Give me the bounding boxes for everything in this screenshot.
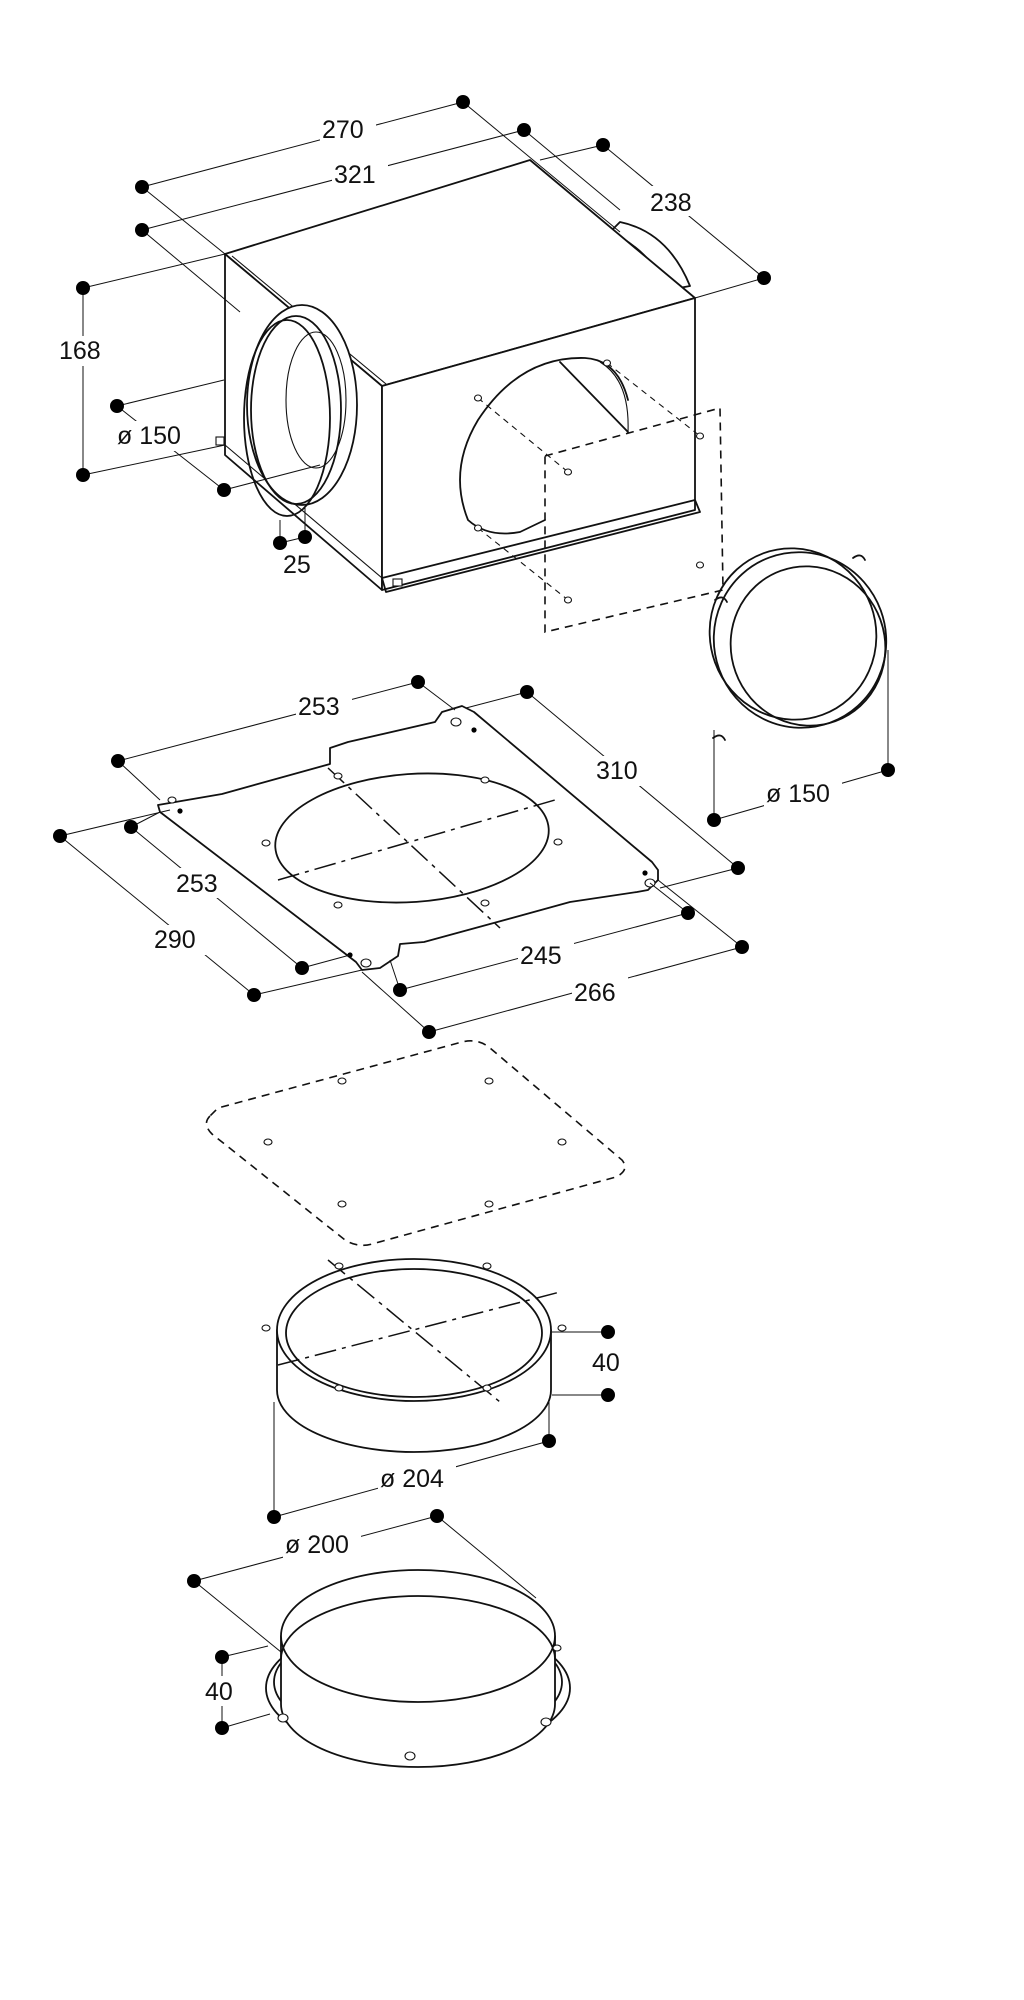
dim-label-spigot-diameter: ø 204 (380, 1465, 444, 1493)
box-dimensions: 270 321 238 168 ø 150 25 (56, 95, 771, 579)
clamp-ring: ø 150 (707, 547, 895, 827)
dim-label-plate-depth-c: 266 (574, 979, 616, 1007)
dim-label-box-depth: 238 (650, 189, 692, 217)
fan-box (215, 159, 724, 634)
dim-label-box-length-a: 270 (322, 116, 364, 144)
mounting-plate (157, 705, 659, 971)
spigot-ring: 40 ø 204 (261, 1258, 628, 1524)
dim-label-plate-depth-b: 245 (520, 942, 562, 970)
dim-label-adapter-height: 40 (205, 1678, 233, 1706)
dim-label-plate-width-a: 253 (176, 870, 218, 898)
dim-label-plate-length-a: 253 (298, 693, 340, 721)
dim-label-box-outlet-diameter: ø 150 (117, 422, 181, 450)
dim-label-box-collar-length: 25 (283, 551, 311, 579)
dim-label-ring-diameter: ø 150 (766, 780, 830, 808)
adapter-ring: ø 200 40 (187, 1509, 571, 1768)
dim-label-box-length-b: 321 (334, 161, 376, 189)
gasket (205, 1040, 626, 1247)
dim-label-plate-width-b: 290 (154, 926, 196, 954)
dim-label-box-height: 168 (59, 337, 101, 365)
plate-dimensions: 253 310 253 290 245 266 (53, 675, 749, 1039)
dim-label-adapter-diameter: ø 200 (285, 1531, 349, 1559)
dim-label-spigot-height: 40 (592, 1349, 620, 1377)
dim-label-plate-depth-a: 310 (596, 757, 638, 785)
